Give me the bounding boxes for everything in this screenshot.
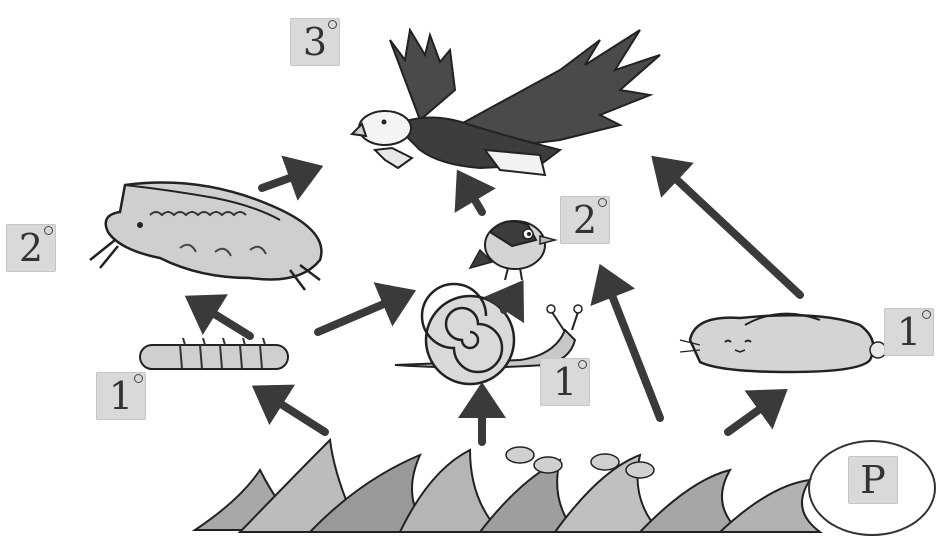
lizard-icon xyxy=(90,183,321,291)
arrows xyxy=(195,164,800,442)
rabbit-level-label: 1 xyxy=(897,310,921,354)
arrow-snail-to-bird xyxy=(504,290,517,310)
arrow-snail-to-lizard xyxy=(318,295,405,332)
lizard-level-label: 2 xyxy=(19,226,43,270)
bird-level-tag: 2 xyxy=(560,196,610,244)
caterpillar-level-label: 1 xyxy=(109,374,133,418)
arrow-plants-to-bird xyxy=(604,275,660,418)
plants-icon xyxy=(195,440,820,532)
eagle-icon xyxy=(352,30,660,175)
eagle-level-tag: 3 xyxy=(290,18,340,66)
producer-label: P xyxy=(860,458,886,502)
snail-level-label: 1 xyxy=(553,360,577,404)
rabbit-icon xyxy=(680,314,886,372)
arrow-caterpillar-to-lizard xyxy=(195,302,250,336)
arrow-lizard-to-eagle xyxy=(262,170,312,188)
arrow-rabbit-to-eagle xyxy=(660,164,800,295)
bird-icon xyxy=(470,221,555,280)
snail-level-tag: 1 xyxy=(540,358,590,406)
caterpillar-level-tag: 1 xyxy=(96,372,146,420)
rabbit-level-tag: 1 xyxy=(884,308,934,356)
lizard-level-tag: 2 xyxy=(6,224,56,272)
arrow-plants-to-rabbit xyxy=(728,396,778,432)
bird-level-label: 2 xyxy=(573,198,597,242)
caterpillar-icon xyxy=(140,338,288,369)
arrow-plants-to-caterpillar xyxy=(262,392,325,432)
arrow-bird-to-eagle xyxy=(463,180,482,212)
eagle-level-label: 3 xyxy=(303,20,327,64)
producer-tag: P xyxy=(848,456,898,504)
